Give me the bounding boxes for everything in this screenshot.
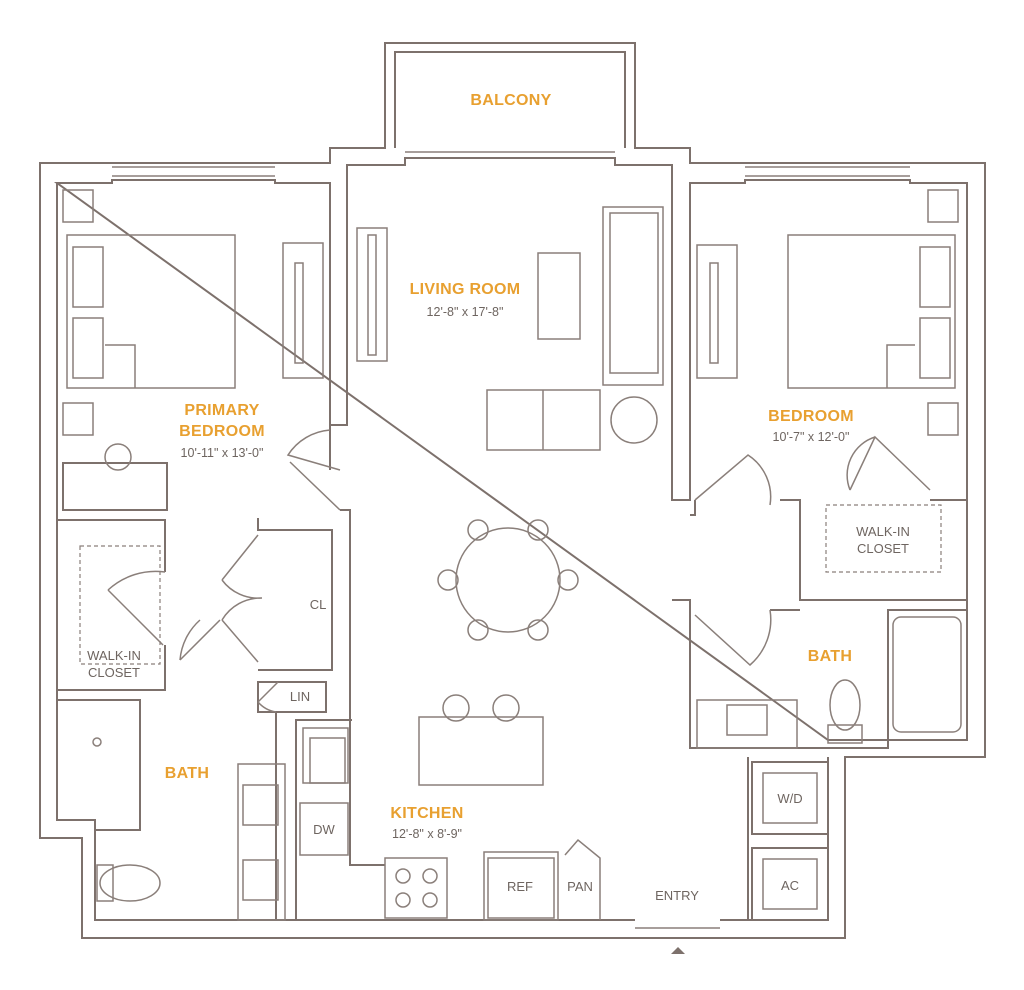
bed-secondary	[787, 234, 956, 389]
primary-bedroom-label-2: BEDROOM	[179, 423, 265, 440]
living-room-label: LIVING ROOM	[410, 281, 521, 298]
doors	[107, 429, 931, 920]
living-room-dims: 12'-8" x 17'-8"	[427, 305, 504, 319]
linen-label: LIN	[290, 689, 310, 704]
walkin-closet-right-2: CLOSET	[857, 541, 909, 556]
pantry-label: PAN	[567, 879, 593, 894]
interior-walls	[57, 425, 967, 921]
washer-dryer-label: W/D	[777, 791, 802, 806]
bath-left-label: BATH	[165, 765, 209, 782]
bed-primary	[66, 234, 236, 389]
bedroom-label: BEDROOM	[768, 408, 854, 425]
entry-arrow-icon	[671, 947, 685, 954]
exterior-walls	[39, 42, 986, 939]
bedroom-dims: 10'-7" x 12'-0"	[773, 430, 850, 444]
dishwasher-label: DW	[313, 822, 335, 837]
kitchen-island	[418, 716, 544, 786]
bath-right-label: BATH	[808, 648, 852, 665]
walkin-closet-left-1: WALK-IN	[87, 648, 141, 663]
walkin-closet-right-1: WALK-IN	[856, 524, 910, 539]
dining-table	[455, 527, 561, 633]
ac-label: AC	[781, 878, 799, 893]
kitchen-label: KITCHEN	[390, 805, 463, 822]
balcony-label: BALCONY	[470, 92, 551, 109]
furniture	[62, 189, 962, 921]
primary-bedroom-dims: 10'-11" x 13'-0"	[181, 446, 264, 460]
primary-bedroom-label-1: PRIMARY	[184, 402, 259, 419]
entry-label: ENTRY	[655, 888, 699, 903]
closet-label: CL	[310, 597, 327, 612]
refrigerator-label: REF	[507, 879, 533, 894]
walkin-closet-left-2: CLOSET	[88, 665, 140, 680]
kitchen-dims: 12'-8" x 8'-9"	[392, 827, 462, 841]
